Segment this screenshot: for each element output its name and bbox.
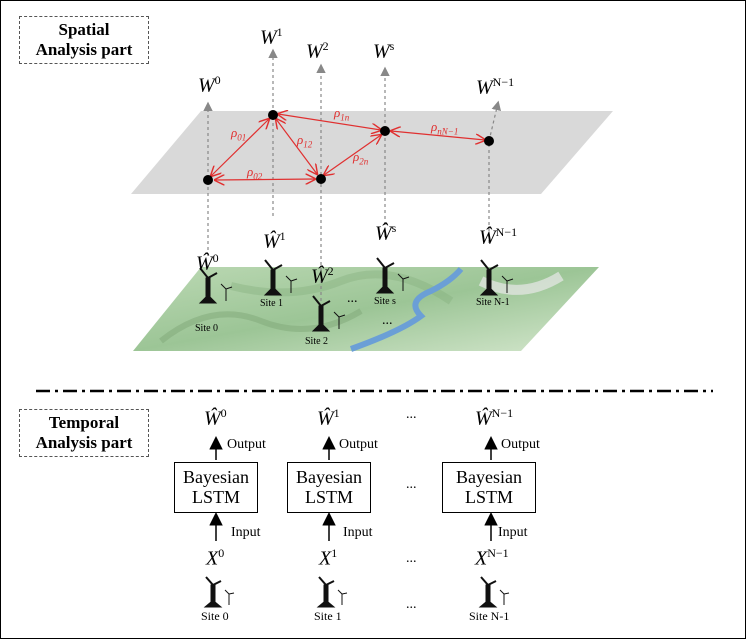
pred-w0: Ŵ0: [196, 251, 219, 275]
spatial-title-line1: Spatial: [58, 20, 110, 39]
temporal-in-1: X1: [319, 546, 338, 570]
river: [349, 267, 464, 352]
temporal-ellipsis-mid: ...: [406, 477, 417, 492]
rho-01: ρ01: [231, 125, 247, 143]
input-label-1: Input: [343, 525, 373, 540]
input-label-n: Input: [498, 525, 528, 540]
output-wn: WN−1: [476, 75, 515, 99]
map-site-s: Site s: [374, 296, 396, 307]
temporal-out-n: ŴN−1: [475, 406, 514, 430]
temporal-out-1: Ŵ1: [317, 406, 340, 430]
temporal-title-line2: Analysis part: [35, 433, 133, 452]
pred-ws: Ŵs: [375, 221, 397, 245]
turbines-temporal: [203, 576, 510, 608]
output-label-0: Output: [227, 437, 266, 452]
map-ellipsis: ...: [347, 291, 358, 306]
spatial-part-title: Spatial Analysis part: [19, 16, 149, 64]
projection-arrows: [203, 48, 502, 301]
temporal-ellipsis-bottom: ...: [406, 597, 417, 612]
pred-wn: ŴN−1: [479, 225, 518, 249]
output-ws: Ws: [373, 39, 395, 63]
temporal-ellipsis-low: ...: [406, 551, 417, 566]
output-label-1: Output: [339, 437, 378, 452]
output-w2: W2: [306, 39, 329, 63]
temporal-arrows: [209, 436, 498, 541]
map-site-1: Site 1: [260, 298, 284, 309]
output-w1: W1: [260, 25, 283, 49]
map-site-0: Site 0: [195, 323, 219, 334]
graph-nodes: [203, 110, 494, 185]
rho-1n: ρ1n: [334, 105, 350, 123]
temporal-site-n: Site N-1: [469, 609, 510, 623]
temporal-in-0: X0: [206, 546, 225, 570]
output-label-n: Output: [501, 437, 540, 452]
spatial-title-line2: Analysis part: [35, 40, 133, 59]
pred-w1: Ŵ1: [263, 229, 286, 253]
rho-12: ρ12: [297, 132, 313, 150]
map-site-n: Site N-1: [476, 297, 510, 308]
turbines-map: [198, 257, 514, 332]
input-label-0: Input: [231, 525, 261, 540]
map-ellipsis-2: ...: [382, 313, 393, 328]
temporal-title-line1: Temporal: [48, 413, 120, 432]
pred-w2: Ŵ2: [311, 264, 334, 288]
temporal-in-n: XN−1: [475, 546, 509, 570]
temporal-site-1: Site 1: [314, 609, 342, 623]
rho-nn: ρnN−1: [431, 119, 459, 137]
map-site-2: Site 2: [305, 336, 329, 347]
correlation-edges: [211, 114, 485, 180]
output-w0: W0: [198, 73, 221, 97]
terrain-map: [133, 267, 599, 352]
temporal-ellipsis-top: ...: [406, 407, 417, 422]
rho-02: ρ02: [247, 164, 263, 182]
temporal-part-title: Temporal Analysis part: [19, 409, 149, 457]
temporal-out-0: Ŵ0: [204, 406, 227, 430]
temporal-site-0: Site 0: [201, 609, 229, 623]
rho-2n: ρ2n: [353, 149, 369, 167]
